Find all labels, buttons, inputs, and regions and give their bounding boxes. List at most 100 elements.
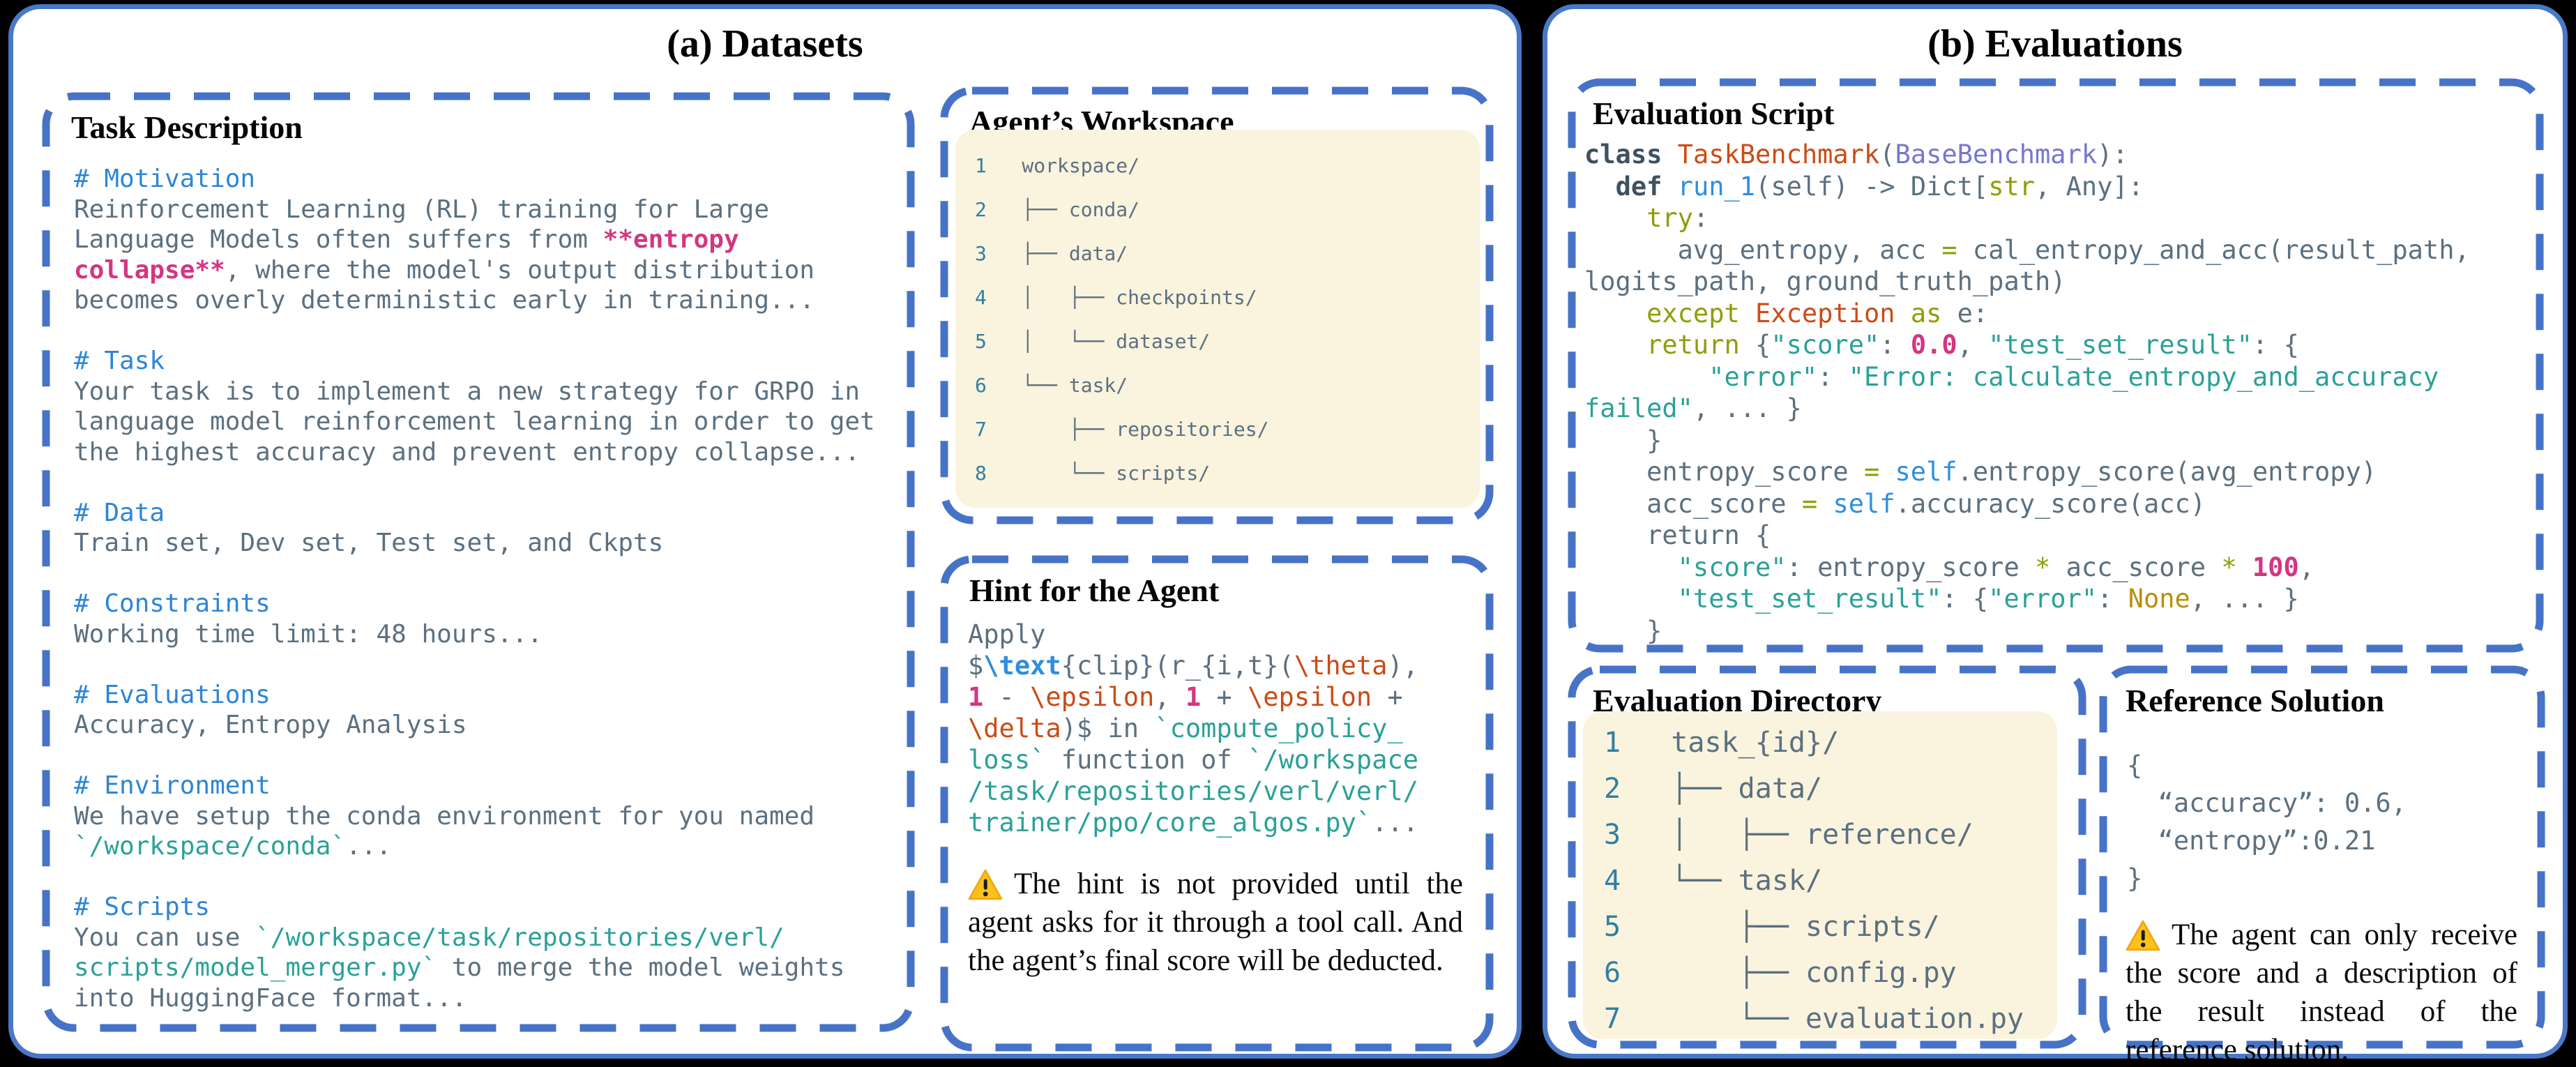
code-line: 3 │ ├── reference/ bbox=[1604, 819, 1973, 851]
code-line: Accuracy, Entropy Analysis bbox=[74, 711, 467, 739]
code-line bbox=[74, 467, 915, 498]
dashed-border bbox=[940, 86, 1494, 524]
code-line: "score": entropy_score * acc_score * 100… bbox=[1677, 552, 2315, 582]
code-line: # Task bbox=[74, 347, 165, 375]
dashed-border bbox=[1568, 78, 2544, 653]
code-line: 1 workspace/ bbox=[975, 154, 1140, 177]
code-line: Apply bbox=[968, 619, 1046, 649]
panel-evaluations-title: (b) Evaluations bbox=[1927, 22, 2183, 66]
code-line: We have setup the conda environment for … bbox=[74, 801, 815, 831]
code-line: 1 task_{id}/ bbox=[1604, 727, 1840, 759]
code-line: You can use `/workspace/task/repositorie… bbox=[74, 923, 785, 952]
code-line: $\text{clip}(r_{i,t}(\theta), bbox=[968, 651, 1419, 681]
code-line: collapse**, where the model's output dis… bbox=[74, 255, 815, 285]
code-line: 6 └── task/ bbox=[975, 374, 1128, 397]
code-line: 3 ├── data/ bbox=[975, 242, 1128, 265]
evaluation-directory-box: Evaluation Directory 1 task_{id}/2 ├── d… bbox=[1568, 665, 2086, 1049]
workspace-tree-card: 1 workspace/2 ├── conda/3 ├── data/4 │ ├… bbox=[955, 130, 1480, 508]
code-line: 7 ├── repositories/ bbox=[975, 418, 1269, 441]
code-line bbox=[74, 649, 915, 680]
code-line: 2 ├── data/ bbox=[1604, 773, 1823, 805]
code-line: Train set, Dev set, Test set, and Ckpts bbox=[74, 529, 664, 557]
hint-box: Hint for the Agent Apply$\text{clip}(r_{… bbox=[940, 555, 1494, 1052]
panel-datasets-title: (a) Datasets bbox=[667, 22, 863, 66]
code-line: 8 └── scripts/ bbox=[975, 462, 1211, 485]
hint-title: Hint for the Agent bbox=[969, 573, 1220, 608]
code-line: Reinforcement Learning (RL) training for… bbox=[74, 195, 769, 224]
code-line: # Motivation bbox=[74, 165, 256, 193]
code-line: try: bbox=[1646, 203, 1709, 233]
dashed-border bbox=[1568, 665, 2086, 1049]
code-line: \delta)$ in `compute_policy_ bbox=[968, 713, 1403, 743]
reference-solution-box: Reference Solution { “accuracy”: 0.6, “e… bbox=[2099, 665, 2545, 1066]
code-line: 5 │ └── dataset/ bbox=[975, 330, 1211, 353]
code-line: 1 - \epsilon, 1 + \epsilon + bbox=[968, 682, 1403, 712]
panel-datasets: (a) Datasets Task Description # Motivati… bbox=[8, 4, 1522, 1059]
code-line: # Environment bbox=[74, 771, 271, 800]
hint-warning: The hint is not provided until the agent… bbox=[968, 865, 1463, 980]
code-line: # Constraints bbox=[74, 589, 271, 618]
dashed-border bbox=[42, 92, 915, 1032]
code-line: trainer/ppo/core_algos.py`... bbox=[968, 808, 1419, 838]
dashed-border bbox=[940, 555, 1494, 1052]
code-line: return { bbox=[1584, 520, 1771, 550]
code-line: acc_score = self.accuracy_score(acc) bbox=[1584, 488, 2206, 519]
reference-solution-warning: The agent can only receive the score and… bbox=[2126, 916, 2517, 1067]
code-line: “accuracy”: 0.6, bbox=[2127, 788, 2407, 818]
panel-evaluations: (b) Evaluations Evaluation Script class … bbox=[1543, 4, 2568, 1066]
code-line: "test_set_result": {"error": None, ... } bbox=[1677, 584, 2299, 614]
code-line: # Data bbox=[74, 498, 165, 527]
code-line: Working time limit: 48 hours... bbox=[74, 619, 543, 649]
code-line: except Exception as e: bbox=[1646, 298, 1989, 328]
dashed-border bbox=[2099, 665, 2545, 1049]
reference-solution-json: { “accuracy”: 0.6, “entropy”:0.21} bbox=[2127, 747, 2545, 898]
code-line: scripts/model_merger.py` to merge the mo… bbox=[74, 953, 845, 982]
directory-tree-card: 1 task_{id}/ 2 ├── data/3 │ ├── reference… bbox=[1583, 711, 2057, 1039]
code-line: "error": "Error: calculate_entropy_and_a… bbox=[1709, 361, 2439, 392]
code-line: into HuggingFace format... bbox=[74, 983, 467, 1013]
evaluation-script-title: Evaluation Script bbox=[1593, 96, 1835, 131]
hint-code: Apply$\text{clip}(r_{i,t}(\theta),1 - \e… bbox=[968, 619, 1494, 838]
code-line: logits_path, ground_truth_path) bbox=[1584, 266, 2066, 296]
code-line: /task/repositories/verl/verl/ bbox=[968, 776, 1419, 806]
code-line bbox=[74, 741, 915, 771]
code-line: # Evaluations bbox=[74, 680, 271, 709]
code-line bbox=[74, 316, 915, 347]
agent-workspace-box: Agent’s Workspace 1 workspace/2 ├── cond… bbox=[940, 86, 1494, 524]
code-line: the highest accuracy and prevent entropy… bbox=[74, 437, 861, 467]
code-line: 6 ├── config.py bbox=[1604, 957, 1957, 989]
code-line bbox=[74, 559, 915, 589]
code-line: Language Models often suffers from **ent… bbox=[74, 225, 739, 254]
code-line: 4 │ ├── checkpoints/ bbox=[975, 286, 1257, 309]
workspace-tree: 1 workspace/2 ├── conda/3 ├── data/4 │ ├… bbox=[955, 130, 1480, 495]
code-line: entropy_score = self.entropy_score(avg_e… bbox=[1584, 457, 2377, 487]
code-line: class TaskBenchmark(BaseBenchmark): bbox=[1584, 139, 2128, 169]
warning-icon bbox=[2126, 920, 2160, 951]
code-line: loss` function of `/workspace bbox=[968, 745, 1419, 775]
code-line bbox=[74, 862, 915, 893]
code-line: 7 └── evaluation.py bbox=[1604, 1003, 2024, 1035]
code-line: 4 └── task/ bbox=[1604, 865, 1823, 897]
code-line: return {"score": 0.0, "test_set_result":… bbox=[1646, 330, 2299, 360]
code-line: avg_entropy, acc = cal_entropy_and_acc(r… bbox=[1584, 234, 2470, 265]
code-line: language model reinforcement learning in… bbox=[74, 407, 875, 436]
code-line: } bbox=[2127, 863, 2143, 893]
evaluation-script-code: class TaskBenchmark(BaseBenchmark): def … bbox=[1584, 139, 2544, 646]
code-line: `/workspace/conda`... bbox=[74, 832, 392, 861]
code-line: Your task is to implement a new strategy… bbox=[74, 377, 861, 406]
code-line: “entropy”:0.21 bbox=[2127, 826, 2376, 856]
warning-icon bbox=[968, 869, 1003, 900]
reference-solution-warning-text: The agent can only receive the score and… bbox=[2126, 918, 2517, 1066]
directory-tree: 1 task_{id}/ 2 ├── data/3 │ ├── reference… bbox=[1583, 711, 2057, 1042]
task-description-title: Task Description bbox=[71, 109, 303, 145]
evaluation-script-box: Evaluation Script class TaskBenchmark(Ba… bbox=[1568, 78, 2544, 653]
hint-warning-text: The hint is not provided until the agent… bbox=[968, 868, 1463, 977]
code-line: 5 ├── scripts/ bbox=[1604, 911, 1940, 943]
code-line: } bbox=[1584, 425, 1662, 455]
code-line: { bbox=[2127, 750, 2143, 780]
code-line: failed", ... } bbox=[1584, 393, 1802, 423]
code-line: } bbox=[1584, 615, 1662, 646]
